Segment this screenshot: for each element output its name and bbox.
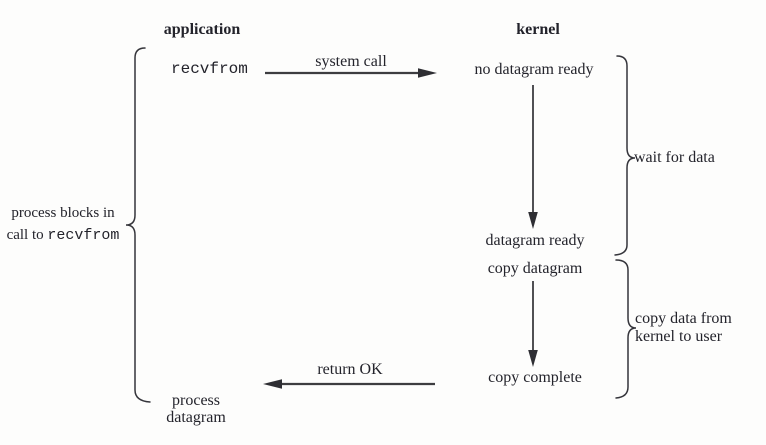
recvfrom-call-label: recvfrom (171, 60, 248, 78)
return-ok-label: return OK (317, 361, 383, 378)
process-blocked-brace (125, 47, 151, 403)
process-datagram-label-line2: datagram (166, 409, 226, 426)
system-call-arrowhead-icon (418, 68, 437, 78)
copy-data-label-line2: kernel to user (635, 328, 723, 345)
kernel-column-header: kernel (516, 21, 560, 38)
wait-for-data-brace (614, 55, 636, 256)
wait-for-data-label: wait for data (634, 149, 715, 166)
system-call-label: system call (315, 53, 387, 70)
copy-datagram-state: copy datagram (487, 260, 583, 277)
copy-data-label-line1: copy data from (635, 310, 732, 327)
copy-complete-state: copy complete (488, 369, 582, 386)
no-datagram-ready-state: no datagram ready (474, 61, 594, 78)
copy-progress-arrowhead-icon (528, 350, 538, 367)
copy-data-brace (615, 259, 637, 399)
process-blocked-note: process blocks in call to recvfrom (0, 202, 126, 247)
process-blocked-note-line2-text: call to (6, 227, 48, 243)
wait-progress-arrowhead-icon (528, 212, 538, 229)
process-blocked-note-recvfrom-code: recvfrom (47, 227, 120, 244)
datagram-ready-state: datagram ready (485, 232, 585, 249)
return-ok-arrowhead-icon (263, 379, 282, 389)
process-blocked-note-line1: process blocks in (11, 205, 115, 221)
process-blocked-note-line2: call to recvfrom (0, 224, 126, 247)
application-column-header: application (163, 21, 241, 38)
process-datagram-label-line1: process (172, 392, 220, 409)
